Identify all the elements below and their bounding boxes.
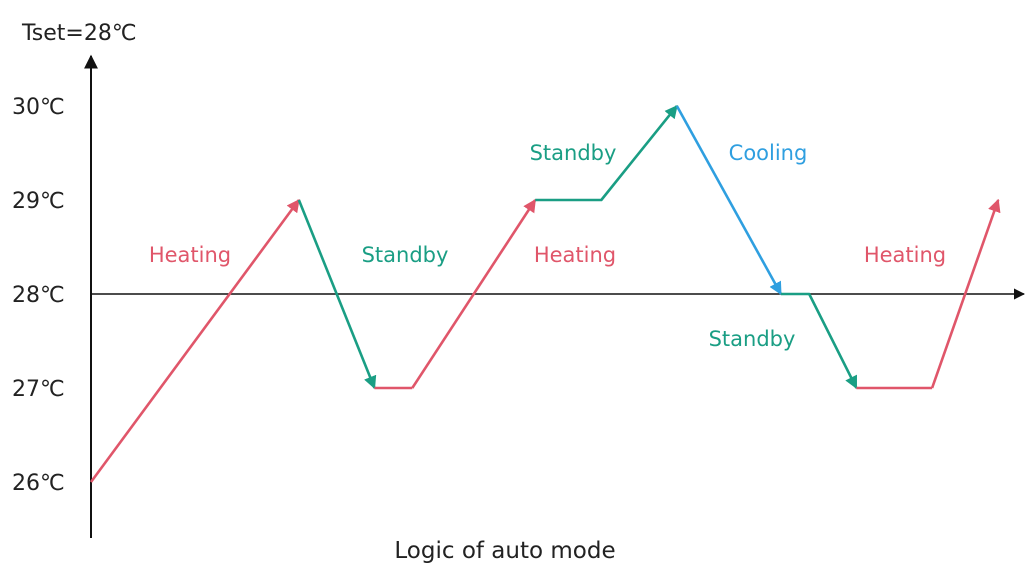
- heating-segment: [930, 198, 1001, 389]
- standby-label: Standby: [530, 141, 617, 165]
- y-tick-label: 30℃: [12, 95, 65, 120]
- standby-segment: [780, 292, 858, 390]
- y-tick-label: 28℃: [12, 283, 65, 308]
- standby-label: Standby: [362, 243, 449, 267]
- cooling-segment: [675, 105, 783, 296]
- y-tick-label: 26℃: [12, 471, 65, 496]
- diagram-caption: Logic of auto mode: [394, 538, 615, 564]
- heating-label: Heating: [149, 243, 231, 267]
- y-axis-title: Tset=28℃: [21, 21, 137, 46]
- y-tick-label: 29℃: [12, 189, 65, 214]
- y-tick-label: 27℃: [12, 377, 65, 402]
- standby-label: Standby: [709, 327, 796, 351]
- cooling-label: Cooling: [729, 141, 808, 165]
- heating-label: Heating: [534, 243, 616, 267]
- standby-segment: [297, 199, 377, 390]
- heating-segment: [411, 198, 537, 389]
- standby-segment: [535, 104, 678, 202]
- mode-segments: [89, 104, 1001, 483]
- heating-segment: [89, 198, 300, 483]
- y-tick-labels: 26℃ 27℃ 28℃ 29℃ 30℃: [12, 95, 65, 496]
- heating-label: Heating: [864, 243, 946, 267]
